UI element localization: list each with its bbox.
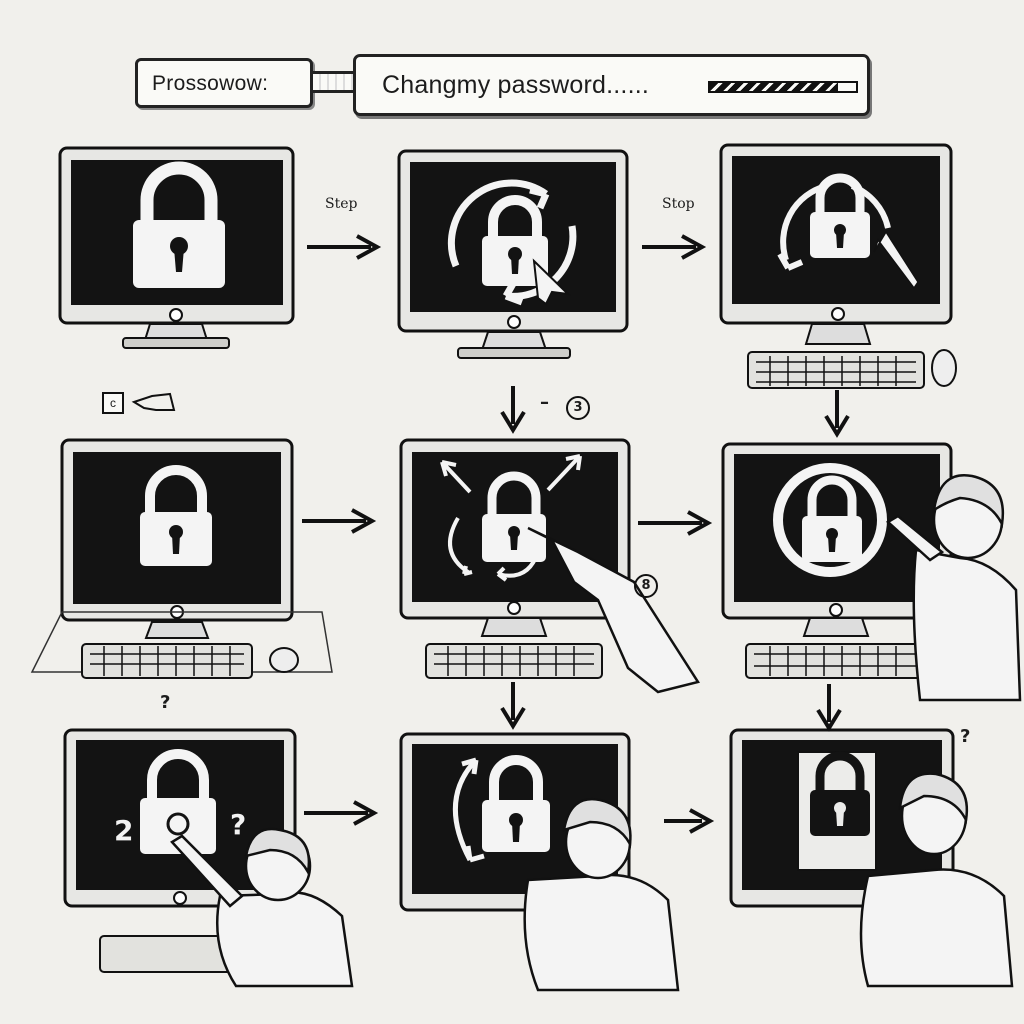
progress-fill <box>710 83 839 91</box>
panel-4-locked <box>30 432 333 692</box>
keyboard-keys <box>754 646 922 676</box>
panel-9-unlocked <box>728 726 1024 988</box>
user-figure <box>885 473 1022 702</box>
monitor-illustration <box>399 732 680 992</box>
arrow-down-icon <box>498 680 528 730</box>
arrow-right-icon <box>640 232 720 262</box>
panel-3-rotating <box>718 140 1018 400</box>
arrow-right-icon <box>300 506 380 536</box>
padlock-icon <box>482 471 546 562</box>
hand-pointer <box>527 526 700 694</box>
panel-1-locked <box>55 140 355 400</box>
padlock-icon <box>140 465 212 566</box>
arrow-down-icon <box>822 388 852 438</box>
password-field[interactable]: Changmy password...... <box>353 54 870 116</box>
padlock-icon <box>810 751 870 836</box>
label-box: Prossowow: <box>135 58 313 108</box>
monitor-illustration <box>63 728 354 988</box>
monitor-illustration <box>58 146 295 349</box>
monitor-illustration <box>397 149 629 359</box>
circled-number-8: 8 <box>634 574 658 598</box>
circled-number-3: 3 <box>566 396 590 420</box>
keyboard-keys <box>90 646 244 676</box>
padlock-icon <box>140 749 216 854</box>
cursor-icon <box>532 258 571 306</box>
question-mark-2: ? <box>960 726 971 747</box>
padlock-icon <box>133 161 225 288</box>
keyboard-keys <box>434 646 594 676</box>
keyboard-keys <box>756 356 916 386</box>
progress-bar <box>708 81 858 93</box>
monitor-illustration <box>729 728 1014 988</box>
small-tag-letter: c <box>110 396 116 410</box>
small-tag: c <box>102 392 124 414</box>
padlock-icon <box>482 195 548 286</box>
password-field-text: Changmy password...... <box>382 71 650 99</box>
user-figure <box>170 827 354 988</box>
monitor-illustration <box>399 438 700 694</box>
user-figure <box>859 772 1014 988</box>
step-note-1: Step <box>325 196 358 212</box>
circular-arrows-icon <box>452 757 485 863</box>
padlock-icon <box>802 475 862 562</box>
monitor-illustration <box>721 442 1022 702</box>
arrow-right-icon <box>636 508 716 538</box>
arrow-right-icon <box>305 232 385 262</box>
circular-arrows-icon <box>447 179 577 306</box>
panel-2-rotating <box>396 146 696 406</box>
arrow-down-icon <box>498 384 528 434</box>
panel-6-user <box>720 440 1022 702</box>
panel-5-expanding <box>398 432 700 694</box>
user-figure <box>523 797 680 992</box>
mouse-icon <box>269 647 299 673</box>
padlock-icon <box>482 755 550 852</box>
pointing-hand-icon <box>131 392 176 411</box>
screen-digit-left: 2 <box>114 814 134 847</box>
monitor-illustration <box>719 143 957 389</box>
header-connector <box>313 71 353 93</box>
mouse-icon <box>931 349 957 387</box>
panel-7-user: 2 ? <box>60 726 360 988</box>
monitor-illustration <box>30 438 333 679</box>
cursor-icon <box>873 230 919 290</box>
header-label: Prossowow: <box>152 72 269 95</box>
password-header: Prossowow: Changmy password...... <box>135 54 870 118</box>
question-mark-1: ? <box>160 692 171 713</box>
panel-8-rotating <box>398 730 698 992</box>
magnifier-ring-icon <box>773 463 887 577</box>
arrow-right-icon <box>302 798 382 828</box>
dash-mark: – <box>540 392 549 413</box>
screen-digit-right: ? <box>230 808 247 841</box>
arrow-down-icon <box>814 682 844 732</box>
step-note-2: Stop <box>662 196 695 212</box>
arrow-right-icon <box>662 806 742 836</box>
padlock-icon <box>810 173 870 258</box>
